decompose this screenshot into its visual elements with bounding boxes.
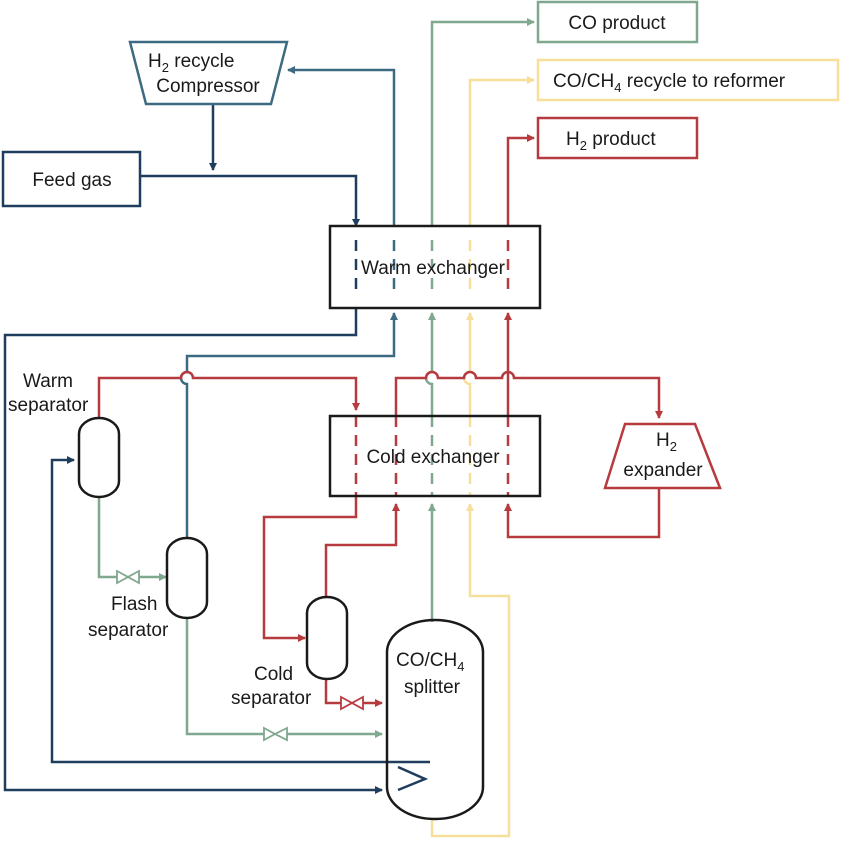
- warm-separator-label: Warm: [23, 371, 73, 392]
- warm-exchanger-label: Warm exchanger: [361, 258, 506, 279]
- cold-exchanger[interactable]: [328, 414, 542, 498]
- co-ch4-recycle-box[interactable]: [536, 58, 840, 102]
- warm-sep-vapor-stream: [97, 370, 360, 642]
- warm-exchanger[interactable]: [328, 224, 542, 310]
- valve-icon[interactable]: [263, 726, 288, 742]
- splitter-label-line2: splitter: [404, 677, 461, 698]
- compressor-label: H2 recycle: [148, 51, 234, 75]
- co-product-stream: [424, 18, 535, 622]
- valve-icon[interactable]: [340, 695, 364, 711]
- co-product-box[interactable]: [536, 0, 699, 44]
- flash-separator-label-line2: separator: [88, 620, 169, 641]
- co-ch4-splitter[interactable]: [385, 618, 485, 821]
- expander-label: H2: [656, 430, 677, 454]
- warm-separator-label-line2: separator: [8, 395, 89, 416]
- cold-separator-label-line2: separator: [231, 688, 312, 709]
- h2-recycle-compressor[interactable]: [128, 40, 289, 106]
- cold-exchanger-label: Cold exchanger: [366, 447, 500, 468]
- flash-separator[interactable]: [165, 536, 209, 620]
- flash-sep-liquid-stream: [185, 617, 383, 738]
- reboiler-coil-icon: [397, 765, 429, 792]
- cold-separator-label: Cold: [254, 664, 293, 685]
- warm-sep-liquid-stream: [97, 496, 167, 581]
- feed-stream: [3, 104, 383, 794]
- cold-sep-liquid-stream: [324, 678, 383, 707]
- flash-separator-label: Flash: [111, 594, 157, 615]
- feed-gas-box[interactable]: [1, 150, 142, 208]
- warm-separator[interactable]: [77, 416, 121, 499]
- valve-icon[interactable]: [116, 569, 140, 585]
- h2-expander[interactable]: [603, 422, 722, 490]
- h2-product-stream: [504, 134, 661, 539]
- cold-separator[interactable]: [305, 595, 349, 681]
- splitter-label: CO/CH4: [396, 650, 464, 674]
- co-ch4-recycle-label: CO/CH4 recycle to reformer: [553, 71, 786, 95]
- h2-product-label: H2 product: [566, 129, 656, 153]
- h2-product-box[interactable]: [536, 116, 699, 160]
- cold-sep-vapor-stream: [324, 370, 663, 598]
- co-product-label: CO product: [568, 13, 666, 34]
- splitter-reboiler-return-stream: [50, 456, 430, 764]
- feed-gas-label: Feed gas: [32, 170, 111, 191]
- expander-label-line2: expander: [623, 460, 703, 481]
- compressor-label-line2: Compressor: [156, 76, 260, 97]
